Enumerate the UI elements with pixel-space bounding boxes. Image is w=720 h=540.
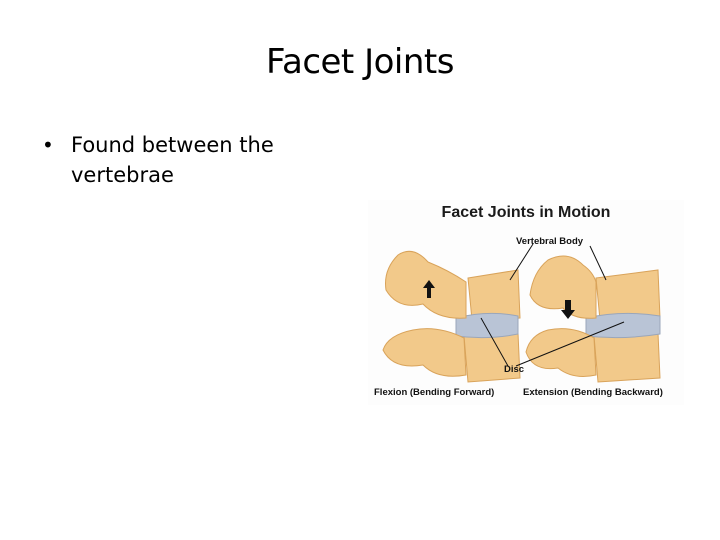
extension-vertebrae	[525, 255, 661, 383]
bullet-item: • Found between the vertebrae	[38, 130, 338, 190]
disc-label: Disc	[504, 364, 525, 375]
vertebral-body-label: Vertebral Body	[516, 236, 584, 247]
bullet-list: • Found between the vertebrae	[38, 130, 338, 190]
extension-caption: Extension (Bending Backward)	[523, 387, 663, 398]
diagram-title: Facet Joints in Motion	[441, 204, 611, 221]
bullet-text: Found between the vertebrae	[71, 133, 274, 187]
flexion-vertebrae	[382, 250, 521, 383]
facet-joints-diagram: Facet Joints in Motion Vertebral Body Di…	[368, 200, 684, 405]
bullet-icon: •	[42, 133, 54, 157]
vertebrae-illustration	[382, 243, 661, 383]
flexion-caption: Flexion (Bending Forward)	[374, 387, 495, 398]
slide-title: Facet Joints	[266, 42, 454, 82]
